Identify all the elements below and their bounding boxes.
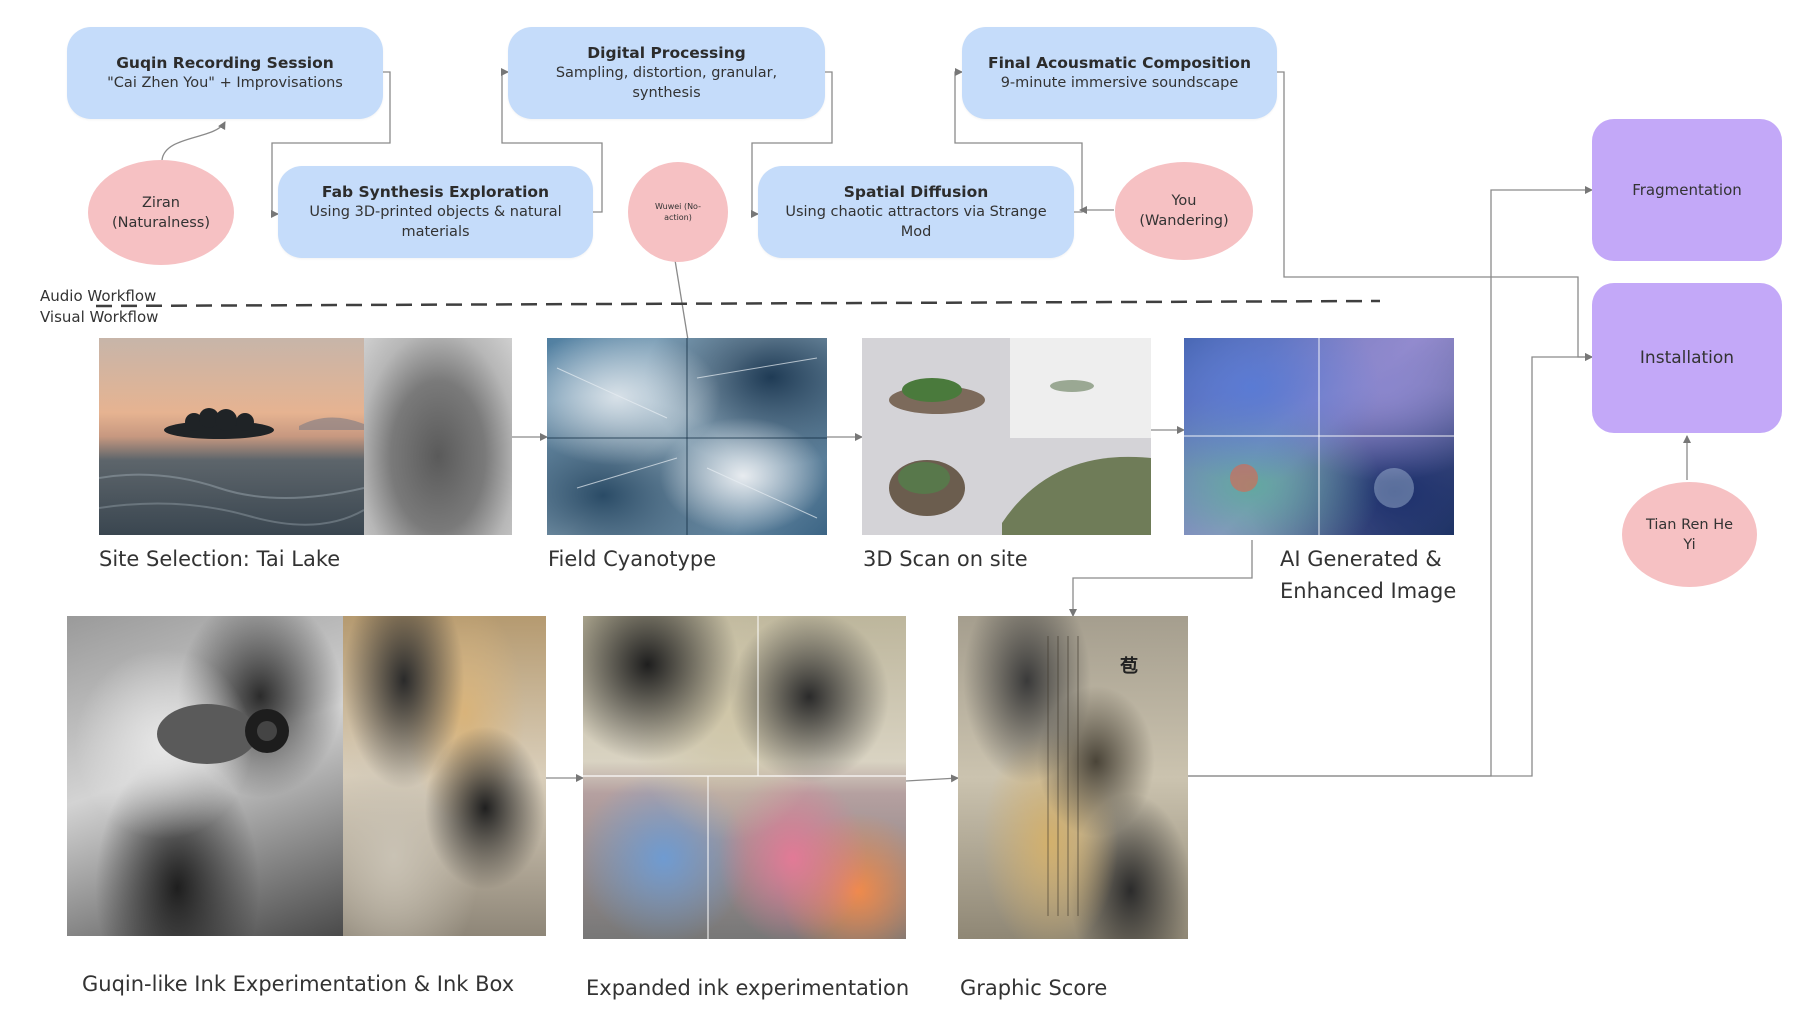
expanded-ink-image bbox=[583, 616, 906, 939]
graphic-score-image: 苞 bbox=[958, 616, 1188, 939]
concept-you: You (Wandering) bbox=[1115, 162, 1253, 260]
node-fab-synthesis: Fab Synthesis Exploration Using 3D-print… bbox=[278, 166, 593, 258]
visual-workflow-label: Visual Workflow bbox=[40, 308, 159, 326]
output-installation: Installation bbox=[1592, 283, 1782, 433]
caption-3d-scan: 3D Scan on site bbox=[863, 547, 1028, 571]
reed-bush-photo bbox=[364, 338, 512, 535]
output-label: Fragmentation bbox=[1632, 181, 1742, 199]
ink-experiment-photo bbox=[67, 616, 343, 936]
edge-final-installation bbox=[1277, 71, 1593, 361]
node-subtitle: Sampling, distortion, granular, synthesi… bbox=[555, 65, 778, 101]
concept-label: Ziran bbox=[142, 194, 180, 211]
concept-label: Tian Ren He bbox=[1645, 516, 1734, 533]
ink-box-photo bbox=[343, 616, 546, 936]
edge-expanded-score bbox=[905, 774, 959, 783]
ai-generated-image bbox=[1184, 338, 1454, 535]
caption-graphic-score: Graphic Score bbox=[960, 976, 1108, 1000]
node-digital-processing: Digital Processing Sampling, distortion,… bbox=[508, 27, 825, 119]
concept-label: action) bbox=[664, 213, 692, 222]
concept-label: Wuwei (No- bbox=[655, 202, 701, 211]
concept-wuwei: Wuwei (No- action) bbox=[628, 162, 728, 262]
concept-tian-ren-he-yi: Tian Ren He Yi bbox=[1622, 482, 1757, 587]
node-subtitle: 9-minute immersive soundscape bbox=[1000, 75, 1239, 91]
node-title: Digital Processing bbox=[587, 44, 746, 62]
concept-label: Yi bbox=[1683, 536, 1696, 553]
caption-site-selection: Site Selection: Tai Lake bbox=[99, 547, 341, 571]
node-guqin-recording: Guqin Recording Session "Cai Zhen You" +… bbox=[67, 27, 383, 119]
node-title: Final Acousmatic Composition bbox=[988, 54, 1251, 72]
caption-ink-experimentation: Guqin-like Ink Experimentation & Ink Box bbox=[82, 972, 515, 996]
output-label: Installation bbox=[1639, 348, 1735, 368]
output-fragmentation: Fragmentation bbox=[1592, 119, 1782, 261]
node-subtitle: "Cai Zhen You" + Improvisations bbox=[107, 75, 343, 91]
concept-label: You bbox=[1171, 193, 1197, 209]
node-subtitle: materials bbox=[401, 224, 470, 240]
node-spatial-diffusion: Spatial Diffusion Using chaotic attracto… bbox=[758, 166, 1074, 258]
caption-ai-generated: AI Generated & Enhanced Image bbox=[1280, 543, 1456, 607]
node-title: Fab Synthesis Exploration bbox=[321, 183, 550, 201]
node-title: Spatial Diffusion bbox=[843, 183, 989, 201]
concept-ziran: Ziran (Naturalness) bbox=[88, 160, 234, 265]
audio-workflow-label: Audio Workflow bbox=[40, 287, 157, 305]
node-subtitle: Using 3D-printed objects & natural bbox=[309, 204, 562, 220]
node-final-composition: Final Acousmatic Composition 9-minute im… bbox=[962, 27, 1277, 119]
3d-scan-image bbox=[862, 338, 1151, 535]
node-title: Guqin Recording Session bbox=[116, 54, 334, 72]
edge-ziran-recording bbox=[161, 121, 226, 161]
tai-lake-photo bbox=[99, 338, 364, 535]
edge-wuwei-cyanotype bbox=[674, 259, 689, 341]
score-glyph: 苞 bbox=[1120, 656, 1138, 677]
concept-label: (Naturalness) bbox=[111, 214, 211, 231]
caption-line: AI Generated & bbox=[1280, 547, 1442, 571]
caption-expanded-ink: Expanded ink experimentation bbox=[586, 976, 910, 1000]
concept-label: (Wandering) bbox=[1139, 213, 1229, 229]
caption-field-cyanotype: Field Cyanotype bbox=[548, 547, 717, 571]
edge-ai-score bbox=[1069, 540, 1253, 617]
workflow-divider bbox=[95, 299, 1381, 308]
cyanotype-image bbox=[547, 338, 827, 535]
caption-line: Enhanced Image bbox=[1280, 579, 1457, 603]
node-subtitle: Using chaotic attractors via Strange Mod bbox=[785, 204, 1047, 240]
